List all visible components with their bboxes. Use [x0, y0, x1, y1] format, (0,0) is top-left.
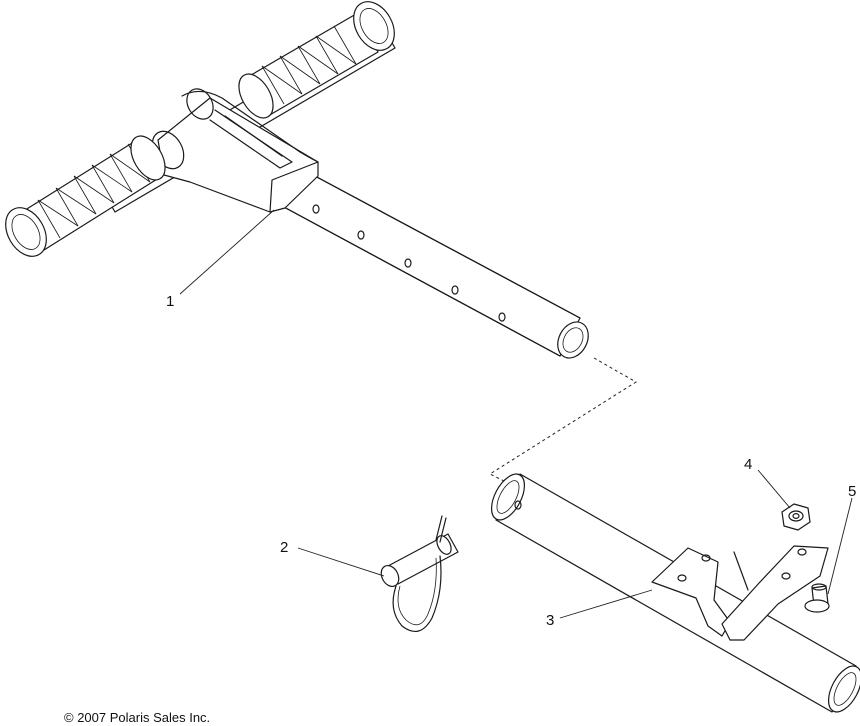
- handle-center-boss: [151, 88, 319, 213]
- receiver-tube: [490, 473, 860, 713]
- copyright-notice: © 2007 Polaris Sales Inc.: [64, 710, 210, 725]
- hitch-pin: [380, 515, 459, 633]
- flange-nut: [781, 503, 811, 531]
- receiver-assembly: [490, 473, 860, 713]
- leader-line-5: [827, 497, 853, 595]
- leader-line-2: [297, 547, 385, 577]
- callout-1: 1: [166, 293, 174, 310]
- handle-stem-tube: [281, 167, 589, 359]
- flange-bolt: [804, 583, 830, 613]
- t-handle-assembly: [5, 1, 589, 359]
- callout-4: 4: [744, 456, 752, 473]
- callout-2: 2: [280, 539, 288, 556]
- leader-line-1: [179, 209, 275, 295]
- mounting-bracket: [651, 545, 829, 641]
- leader-line-3: [559, 589, 653, 619]
- callout-3: 3: [546, 612, 554, 629]
- callout-5: 5: [848, 483, 856, 500]
- leader-line-4: [757, 469, 791, 509]
- left-grip: [5, 135, 166, 257]
- assembly-guide-line: [488, 357, 637, 489]
- right-grip: [238, 1, 395, 119]
